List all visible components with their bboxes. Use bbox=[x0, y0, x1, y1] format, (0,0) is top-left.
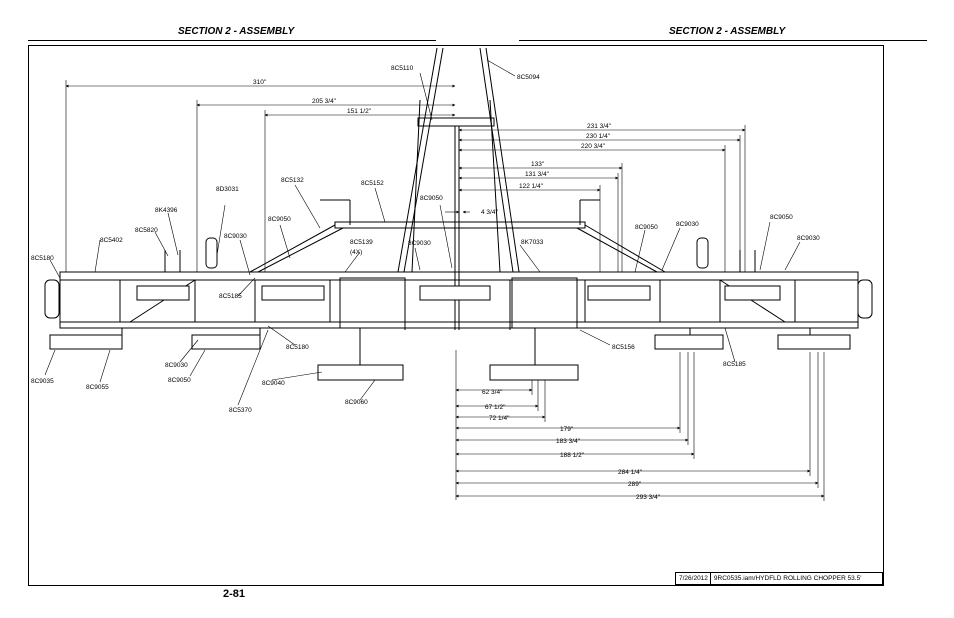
dim-72-1-4: 72 1/4" bbox=[489, 415, 510, 422]
dim-131-3-4: 131 3/4" bbox=[525, 171, 550, 178]
callout-8C5185-a: 8C5185 bbox=[219, 293, 242, 300]
callout-8C9050-e: 8C9050 bbox=[168, 377, 191, 384]
callout-8C9050-a: 8C9050 bbox=[268, 216, 291, 223]
dim-188-1-2: 188 1/2" bbox=[560, 452, 585, 459]
callout-8C5139-qty: (4X) bbox=[350, 249, 362, 256]
dim-230-1-4: 230 1/4" bbox=[586, 133, 611, 140]
header-rule-right bbox=[519, 40, 927, 41]
callout-8C9050-d: 8C9050 bbox=[770, 214, 793, 221]
hydraulic-cylinders bbox=[164, 199, 756, 272]
callout-8C9050-c: 8C9050 bbox=[635, 224, 658, 231]
dim-205-3-4: 205 3/4" bbox=[312, 98, 337, 105]
callout-8D3031: 8D3031 bbox=[216, 186, 239, 193]
callout-8K4396: 8K4396 bbox=[155, 207, 178, 214]
chopper-rollers-rear bbox=[49, 328, 851, 381]
callout-8K7033: 8K7033 bbox=[521, 239, 544, 246]
callout-8C5110: 8C5110 bbox=[391, 65, 414, 72]
callout-8C5132: 8C5132 bbox=[281, 177, 304, 184]
dim-284-1-4: 284 1/4" bbox=[618, 469, 643, 476]
dim-179: 179" bbox=[560, 426, 574, 433]
dim-133: 133" bbox=[531, 161, 545, 168]
callout-8C9060: 8C9060 bbox=[345, 399, 368, 406]
callout-8C9055: 8C9055 bbox=[86, 384, 109, 391]
dim-67-1-2: 67 1/2" bbox=[485, 404, 506, 411]
wheel-right-inner bbox=[696, 237, 709, 269]
title-block: 7/26/2012 9RC0535.iam/HYDFLD ROLLING CHO… bbox=[675, 572, 883, 585]
callout-8C5156: 8C5156 bbox=[612, 344, 635, 351]
callout-8C9030-e: 8C9030 bbox=[165, 362, 188, 369]
dim-122-1-4: 122 1/4" bbox=[519, 183, 544, 190]
title-block-date: 7/26/2012 bbox=[676, 573, 711, 584]
callout-8C5370: 8C5370 bbox=[229, 407, 252, 414]
dim-289: 289" bbox=[628, 481, 642, 488]
dim-293-3-4: 293 3/4" bbox=[636, 494, 661, 501]
callout-8C5139: 8C5139 bbox=[350, 239, 373, 246]
callout-8C9035: 8C9035 bbox=[31, 378, 54, 385]
callout-8C9030-a: 8C9030 bbox=[224, 233, 247, 240]
header-rule-left bbox=[28, 40, 436, 41]
section-title-right: SECTION 2 - ASSEMBLY bbox=[669, 26, 786, 37]
callout-8C9030-d: 8C9030 bbox=[797, 235, 820, 242]
callout-8C5152: 8C5152 bbox=[361, 180, 384, 187]
callout-8C5180-a: 8C5180 bbox=[31, 255, 54, 262]
callout-8C9050-b: 8C9050 bbox=[420, 195, 443, 202]
dim-62-3-4: 62 3/4" bbox=[482, 389, 503, 396]
dim-183-3-4: 183 3/4" bbox=[556, 438, 581, 445]
chopper-rollers-front bbox=[136, 285, 781, 301]
callout-8C5402: 8C5402 bbox=[100, 237, 123, 244]
callout-8C9040: 8C9040 bbox=[262, 380, 285, 387]
dim-310: 310" bbox=[253, 79, 267, 86]
callout-8C5094: 8C5094 bbox=[517, 74, 540, 81]
callout-8C9030-c: 8C9030 bbox=[676, 221, 699, 228]
dim-4-3-4: 4 3/4" bbox=[481, 209, 498, 216]
title-block-file: 9RC0535.iam/HYDFLD ROLLING CHOPPER 53.5' bbox=[713, 575, 862, 582]
dim-231-3-4: 231 3/4" bbox=[587, 123, 612, 130]
drawing-frame bbox=[28, 45, 884, 586]
dimension-lines bbox=[65, 80, 825, 501]
main-frame bbox=[59, 221, 859, 330]
callout-8C5180-b: 8C5180 bbox=[286, 344, 309, 351]
section-title-left: SECTION 2 - ASSEMBLY bbox=[178, 26, 295, 37]
wheel-right-outer bbox=[857, 279, 873, 319]
callout-8C9030-b: 8C9030 bbox=[408, 240, 431, 247]
dim-151-1-2: 151 1/2" bbox=[347, 108, 372, 115]
page-number: 2-81 bbox=[223, 588, 246, 600]
wheel-left-outer bbox=[44, 279, 60, 319]
leader-lines bbox=[44, 59, 801, 406]
wheel-left-inner bbox=[205, 237, 218, 269]
callout-8C5185-b: 8C5185 bbox=[723, 361, 746, 368]
callout-8C5820: 8C5820 bbox=[135, 227, 158, 234]
dim-220-3-4: 220 3/4" bbox=[581, 143, 606, 150]
